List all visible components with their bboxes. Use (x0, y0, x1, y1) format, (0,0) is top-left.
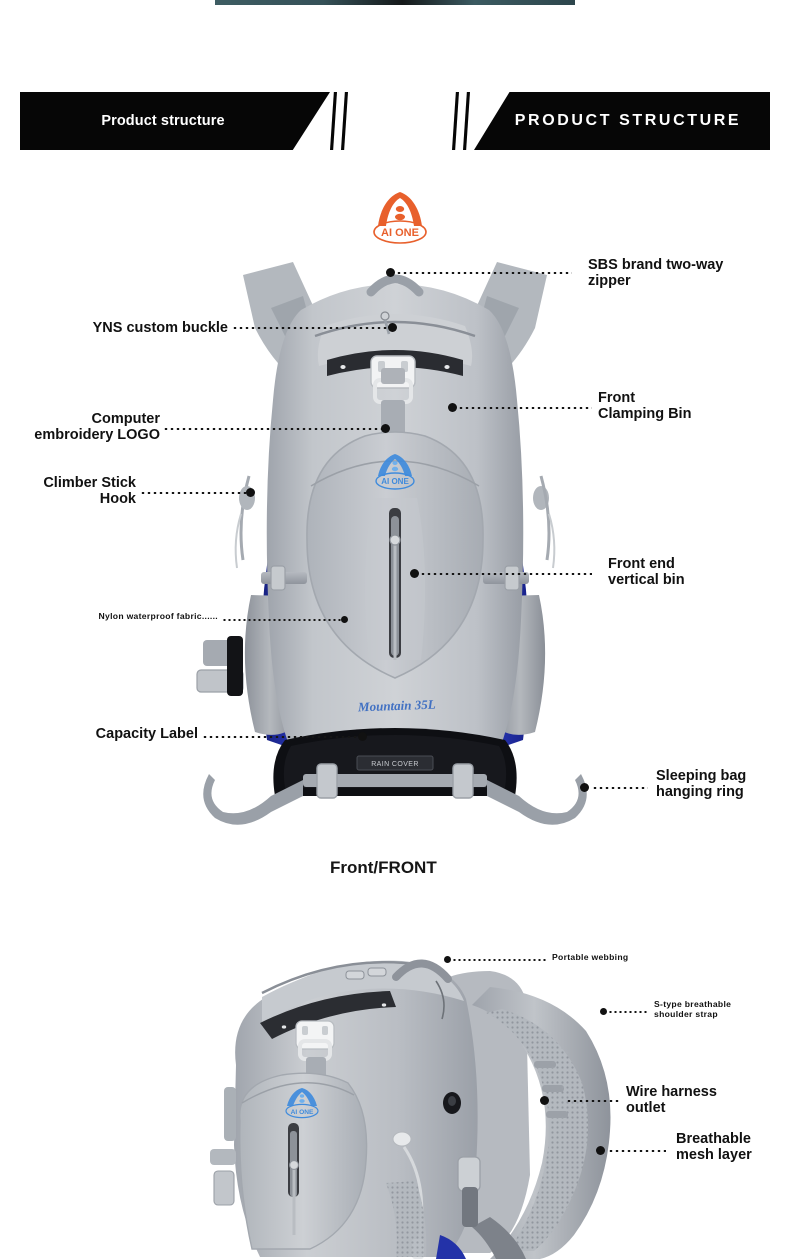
leader-wire-harness-outlet (566, 1100, 620, 1102)
callout-breathable-mesh-line2: mesh layer (676, 1147, 752, 1164)
callout-climber-stick-hook-line1: Climber Stick (43, 475, 136, 491)
svg-text:RAIN COVER: RAIN COVER (371, 761, 419, 768)
previous-section-sliver (215, 0, 575, 5)
callout-sbs-zipper-line2: zipper (588, 273, 631, 290)
anchor-front-end-vertical-bin (410, 569, 419, 578)
leader-nylon-fabric (222, 619, 346, 621)
anchor-embroidery-logo (381, 424, 390, 433)
header-accent-bar-1 (330, 92, 337, 150)
leader-sbs-zipper (390, 272, 572, 274)
callout-nylon-fabric-label: Nylon waterproof fabric...... (98, 611, 218, 621)
callout-capacity-label-text: Capacity Label (95, 726, 198, 742)
callout-wire-harness-outlet: Wire harness outlet (626, 1084, 786, 1116)
callout-sleeping-bag-ring-line2: hanging ring (656, 784, 744, 801)
callout-embroidery-logo-line2: embroidery LOGO (34, 427, 160, 444)
anchor-sleeping-bag-ring (580, 783, 589, 792)
svg-text:AI ONE: AI ONE (291, 1109, 314, 1116)
callout-sleeping-bag-ring-line1: Sleeping bag (656, 768, 747, 784)
header-left-title: Product structure (101, 113, 225, 129)
leader-climber-stick-hook (140, 492, 250, 494)
anchor-climber-stick-hook (246, 488, 255, 497)
anchor-yns-buckle (388, 323, 397, 332)
leader-capacity-label (202, 736, 362, 738)
callout-front-clamping-bin: Front Clamping Bin (598, 390, 788, 422)
header-accent-bar-2 (341, 92, 348, 150)
callout-sleeping-bag-ring: Sleeping bag hanging ring (656, 768, 790, 800)
callout-portable-webbing-label: Portable webbing (552, 952, 629, 962)
callout-embroidery-logo: Computer embroidery LOGO (10, 411, 160, 443)
ai-one-logo: AI ONE (368, 188, 432, 248)
header-accent-bar-3 (452, 92, 459, 150)
front-view-caption: Front/FRONT (330, 858, 437, 877)
callout-embroidery-logo-line1: Computer (91, 411, 160, 427)
header-right-title: PRODUCT STRUCTURE (514, 112, 742, 129)
leader-front-end-vertical-bin (414, 573, 592, 575)
callout-front-clamping-bin-line1: Front (598, 390, 636, 406)
anchor-capacity-label (358, 732, 367, 741)
leader-s-type-strap (608, 1011, 648, 1013)
leader-yns-buckle (232, 327, 390, 329)
backpack-front-image: AI ONE Mountain 35L RAIN COVER (175, 240, 615, 830)
callout-breathable-mesh: Breathable mesh layer (676, 1131, 790, 1163)
ai-one-logo-icon: AI ONE (373, 192, 427, 244)
leader-portable-webbing (452, 959, 548, 961)
leader-embroidery-logo (163, 428, 385, 430)
logo-text: AI ONE (381, 227, 419, 239)
callout-front-end-vertical-bin-line1: Front end (608, 556, 675, 572)
section-header: Product structure PRODUCT STRUCTURE AI O… (0, 92, 790, 244)
callout-s-type-strap-line1: S-type breathable (654, 999, 732, 1009)
anchor-front-clamping-bin (448, 403, 457, 412)
backpack-back-image: AI ONE (190, 935, 660, 1260)
anchor-s-type-strap (600, 1008, 607, 1015)
anchor-sbs-zipper (386, 268, 395, 277)
callout-yns-buckle-label: YNS custom buckle (92, 320, 228, 336)
callout-wire-harness-outlet-line1: Wire harness (626, 1084, 717, 1100)
callout-climber-stick-hook: Climber Stick Hook (10, 475, 136, 507)
anchor-portable-webbing (444, 956, 451, 963)
header-banner-right: PRODUCT STRUCTURE (474, 92, 770, 150)
header-banner-left: Product structure (20, 92, 330, 150)
callout-sbs-zipper-line1: SBS brand two-way (588, 257, 724, 273)
callout-front-clamping-bin-line2: Clamping Bin (598, 406, 692, 423)
svg-text:AI ONE: AI ONE (381, 477, 409, 486)
svg-text:Mountain 35L: Mountain 35L (357, 697, 436, 715)
callout-sbs-zipper: SBS brand two-way zipper (588, 257, 788, 289)
anchor-breathable-mesh (596, 1146, 605, 1155)
leader-sleeping-bag-ring (592, 787, 648, 789)
callout-breathable-mesh-line1: Breathable (676, 1131, 751, 1147)
callout-nylon-fabric: Nylon waterproof fabric...... (40, 611, 218, 622)
callout-front-end-vertical-bin-line2: vertical bin (608, 572, 685, 589)
callout-capacity-label: Capacity Label (20, 726, 198, 742)
anchor-wire-harness-outlet (540, 1096, 549, 1105)
callout-s-type-strap: S-type breathable shoulder strap (654, 999, 790, 1019)
callout-climber-stick-hook-line2: Hook (99, 491, 136, 508)
callout-s-type-strap-line2: shoulder strap (654, 1008, 718, 1019)
leader-breathable-mesh (608, 1150, 666, 1152)
header-accent-bar-4 (463, 92, 470, 150)
callout-wire-harness-outlet-line2: outlet (626, 1100, 666, 1117)
anchor-nylon-fabric (341, 616, 348, 623)
callout-portable-webbing: Portable webbing (552, 952, 712, 963)
callout-yns-buckle: YNS custom buckle (20, 320, 228, 336)
callout-front-end-vertical-bin: Front end vertical bin (608, 556, 788, 588)
leader-front-clamping-bin (452, 407, 592, 409)
